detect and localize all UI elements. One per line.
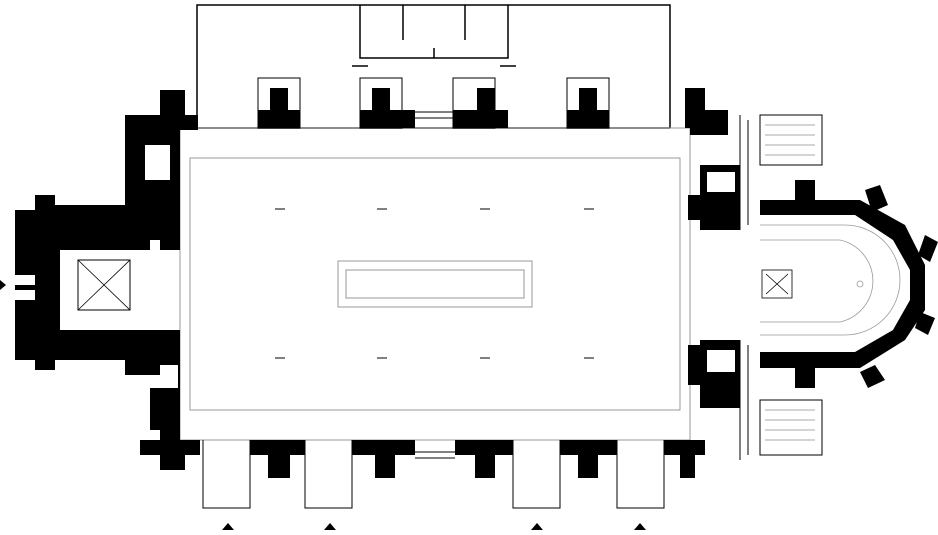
top-pillar	[359, 77, 415, 129]
top-pillar	[566, 77, 610, 129]
bottom-porches	[202, 111, 665, 509]
top-annex	[196, 4, 671, 129]
entrance-arrow-icon	[324, 523, 336, 530]
apse-interior	[760, 224, 901, 336]
entrance-markers	[222, 523, 646, 530]
stair-well	[77, 259, 131, 311]
entrance-arrow-icon	[531, 523, 543, 530]
entrance-arrow-icon	[634, 523, 646, 530]
side-stairs	[739, 114, 823, 460]
entrance-arrow-icon	[222, 523, 234, 530]
central-altar-outer	[337, 260, 533, 308]
nave	[179, 127, 691, 441]
top-pillar	[452, 77, 508, 129]
top-pillar	[257, 77, 301, 129]
walls	[0, 77, 938, 478]
central-altar-inner	[345, 269, 525, 299]
